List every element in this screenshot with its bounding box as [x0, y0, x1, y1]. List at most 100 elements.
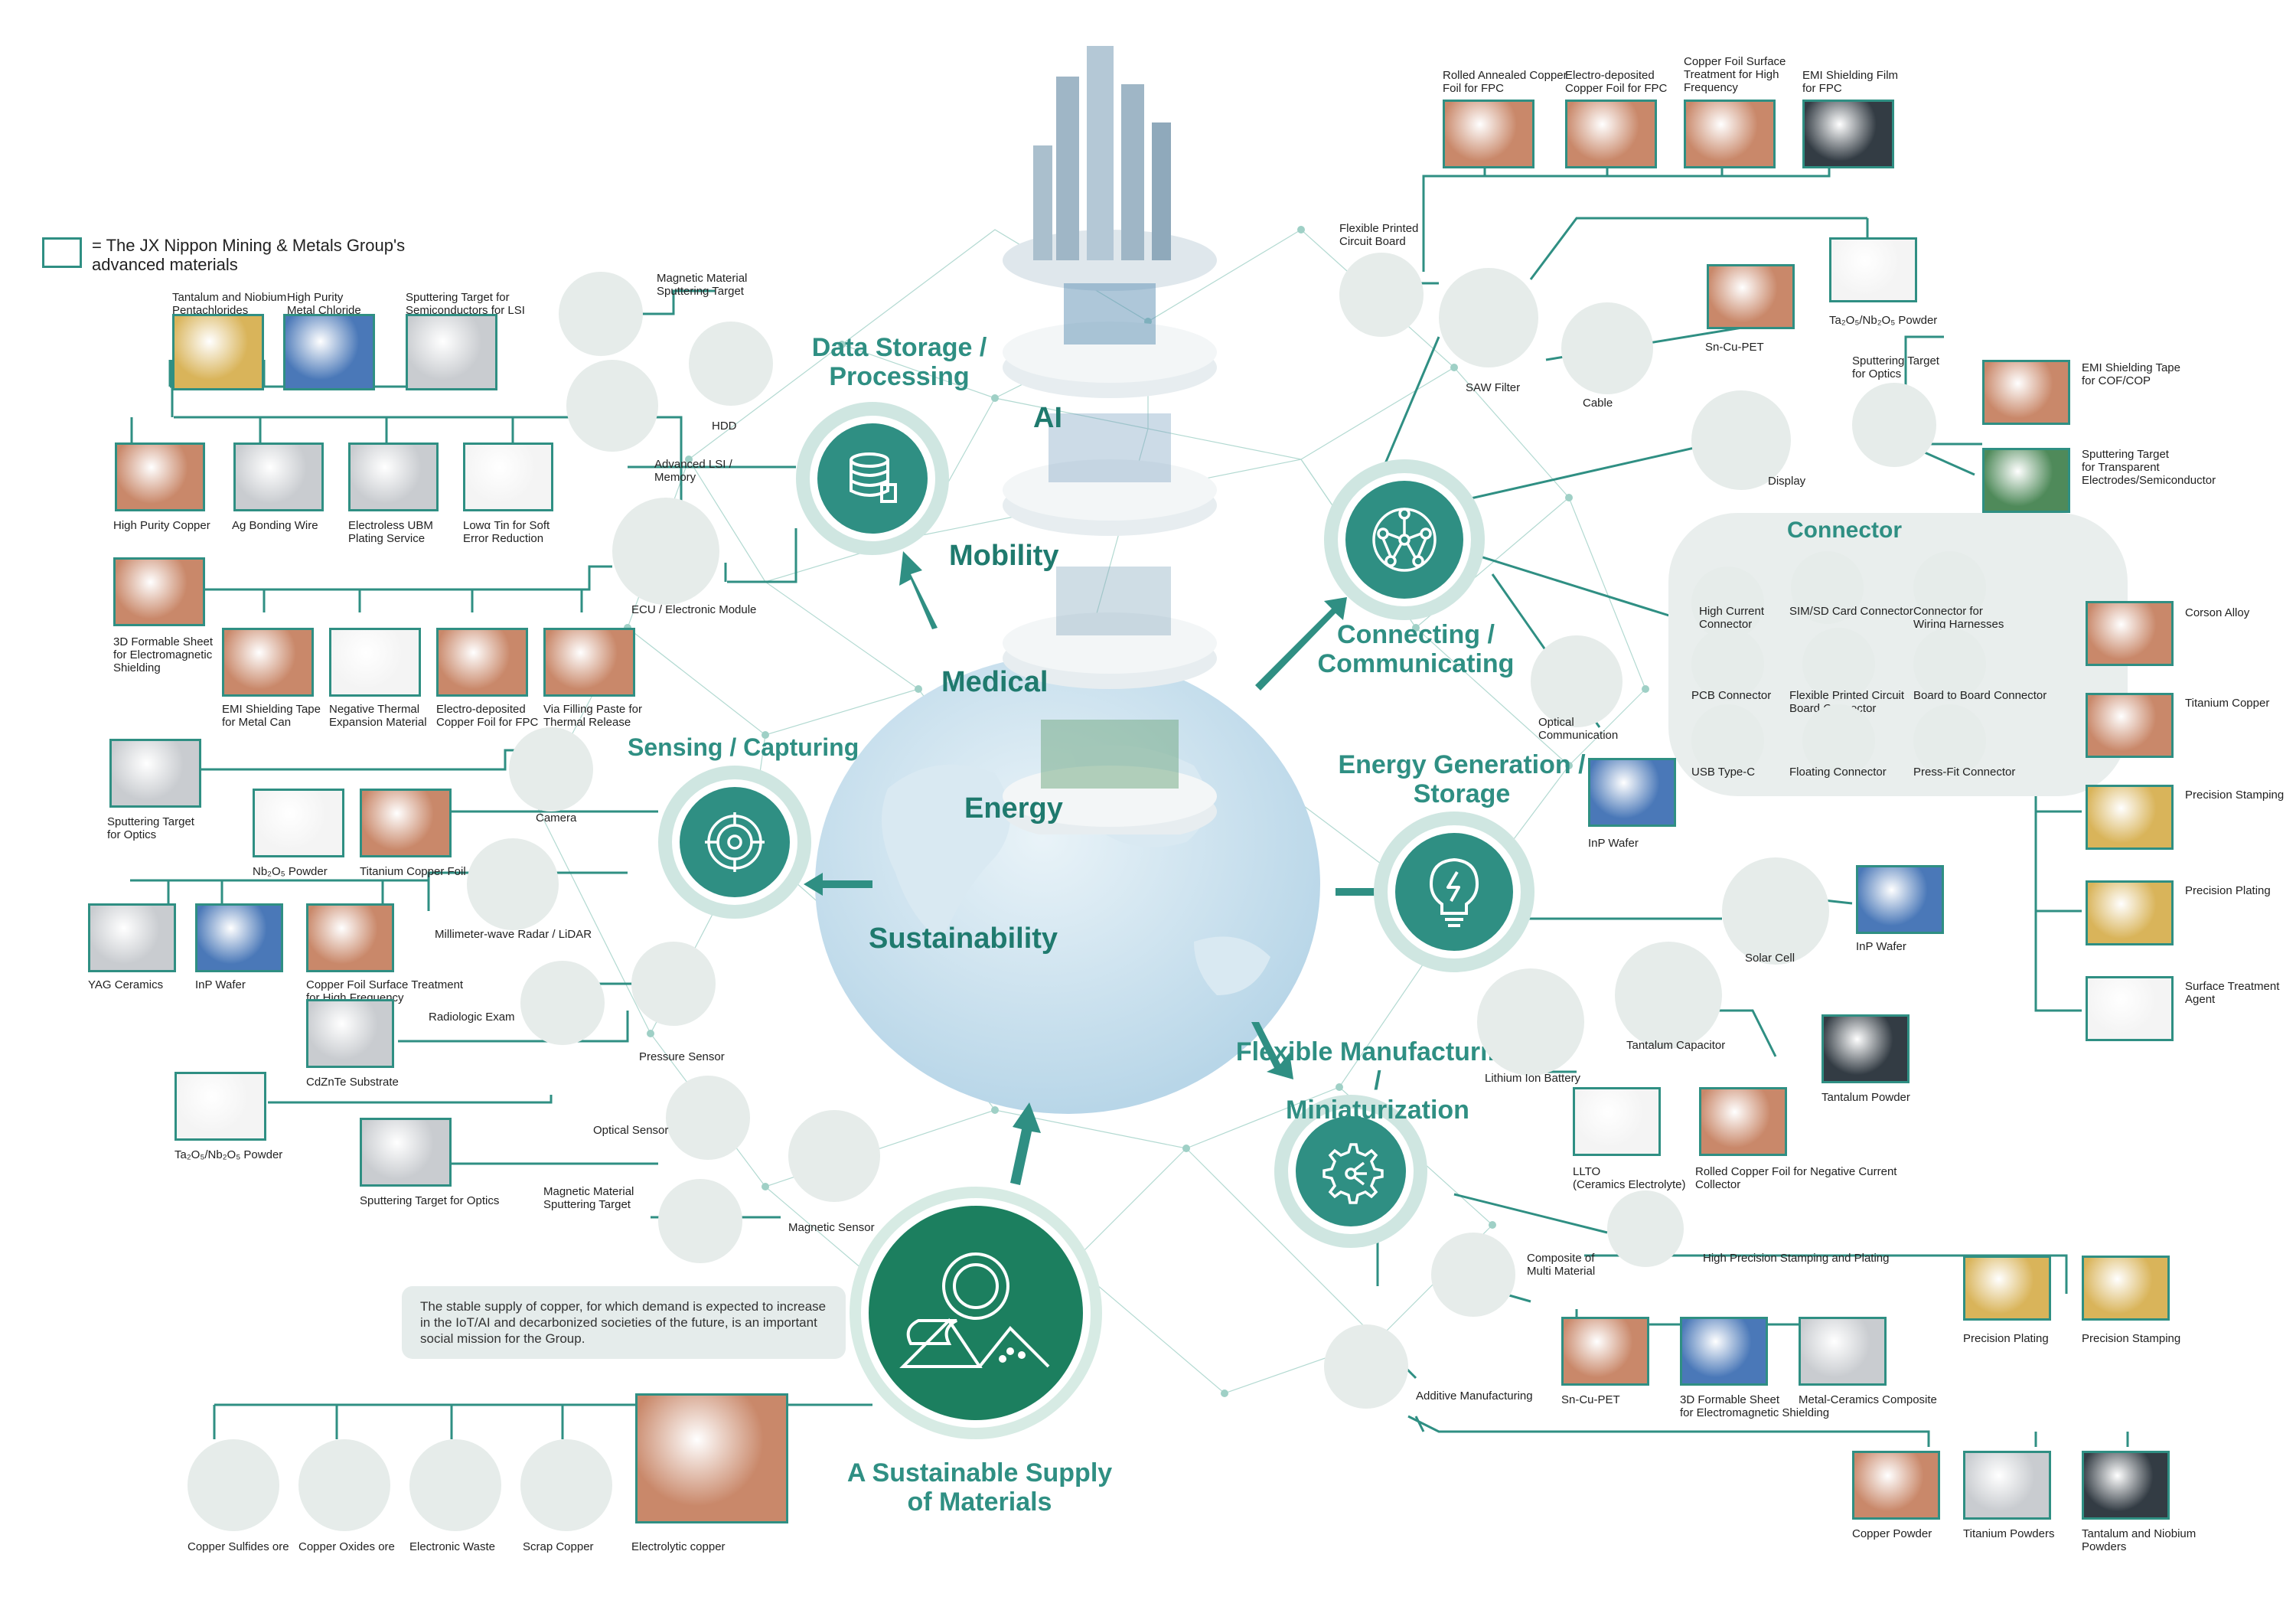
ta2o5-right-label: Ta₂O₅/Nb₂O₅ Powder — [1829, 314, 1938, 327]
yag-ceramics-thumbnail[interactable] — [88, 903, 176, 972]
magnetic-sputtering-target-top-image[interactable] — [559, 272, 643, 356]
pcb-connector-image[interactable] — [1691, 628, 1764, 700]
fpc-board-image[interactable] — [1339, 253, 1424, 337]
additive-image[interactable] — [1324, 1324, 1408, 1409]
surface-treatment-icon — [2088, 978, 2171, 1039]
inp-wafer-mid-thumbnail[interactable] — [1588, 758, 1676, 827]
electroless-ubm-thumbnail[interactable] — [348, 442, 439, 511]
rolled-copper-negative-thumbnail[interactable] — [1699, 1087, 1787, 1156]
high-purity-metal-chloride-thumbnail[interactable] — [283, 314, 375, 390]
cdznte-icon — [308, 1001, 392, 1066]
camera-image[interactable] — [509, 727, 593, 812]
llto-thumbnail[interactable] — [1573, 1087, 1661, 1156]
copper-sulfides-label: Copper Sulfides ore — [188, 1540, 289, 1553]
cable-image[interactable] — [1561, 302, 1653, 394]
sputtering-transparent-label: Sputtering Target for Transparent Electr… — [2082, 448, 2216, 487]
emi-tape-metal-can-thumbnail[interactable] — [222, 628, 314, 697]
inp-wafer-left-thumbnail[interactable] — [195, 903, 283, 972]
rolled-copper-negative-label: Rolled Copper Foil for Negative Current … — [1695, 1165, 1897, 1191]
hub-arrows — [804, 551, 1397, 1185]
optical-sensor-image[interactable] — [666, 1076, 750, 1160]
corson-alloy-thumbnail[interactable] — [2086, 601, 2174, 666]
electronic-waste-image[interactable] — [409, 1439, 501, 1531]
solar-cell-image[interactable] — [1722, 857, 1829, 965]
ta2o5-right-thumbnail[interactable] — [1829, 237, 1917, 302]
composite-multi-image[interactable] — [1431, 1233, 1515, 1317]
emi-tape-cof-thumbnail[interactable] — [1982, 360, 2070, 425]
ecu-image[interactable] — [612, 498, 719, 605]
tantalum-niobium-powders-thumbnail[interactable] — [2082, 1451, 2170, 1520]
fpc-connector-image[interactable] — [1802, 628, 1875, 700]
surface-treatment-thumbnail[interactable] — [2086, 976, 2174, 1041]
negative-thermal-thumbnail[interactable] — [329, 628, 421, 697]
ta2o5-left-thumbnail[interactable] — [174, 1072, 266, 1141]
mmwave-radar-image[interactable] — [467, 838, 559, 930]
copper-powder-icon — [1854, 1453, 1938, 1517]
low-alpha-tin-thumbnail[interactable] — [463, 442, 553, 511]
tantalum-niobium-pentachlorides-thumbnail[interactable] — [172, 314, 264, 390]
copper-foil-surface-left-thumbnail[interactable] — [306, 903, 394, 972]
pressure-sensor-image[interactable] — [631, 942, 716, 1026]
hdd-image[interactable] — [689, 322, 773, 406]
sputtering-optics-left-thumbnail[interactable] — [109, 739, 201, 808]
emi-film-fpc-thumbnail[interactable] — [1802, 100, 1894, 168]
titanium-powders-thumbnail[interactable] — [1963, 1451, 2051, 1520]
tantalum-capacitor-image[interactable] — [1615, 942, 1722, 1049]
tantalum-niobium-powders-icon — [2084, 1453, 2167, 1517]
saw-filter-image[interactable] — [1439, 268, 1538, 367]
magnetic-sputtering-bottom-image[interactable] — [658, 1179, 742, 1263]
sn-cu-pet-bottom-thumbnail[interactable] — [1561, 1317, 1649, 1386]
formable-sheet-bottom-thumbnail[interactable] — [1680, 1317, 1768, 1386]
radiologic-exam-image[interactable] — [520, 961, 605, 1045]
surface-treatment-label: Surface Treatment Agent — [2185, 980, 2280, 1006]
ed-copper-fpc-left-label: Electro-deposited Copper Foil for FPC — [436, 703, 539, 729]
wiring-harness-label: Connector for Wiring Harnesses — [1913, 605, 2004, 631]
precision-plating-r-thumbnail[interactable] — [2086, 880, 2174, 945]
rolled-annealed-thumbnail[interactable] — [1443, 100, 1534, 168]
precision-stamping-r-thumbnail[interactable] — [2086, 785, 2174, 850]
electrolytic-copper-thumbnail[interactable] — [635, 1393, 788, 1523]
titanium-copper-thumbnail[interactable] — [2086, 693, 2174, 758]
metal-ceramics-thumbnail[interactable] — [1799, 1317, 1887, 1386]
high-purity-copper-thumbnail[interactable] — [115, 442, 205, 511]
via-filling-thumbnail[interactable] — [543, 628, 635, 697]
precision-plating-b-thumbnail[interactable] — [1963, 1256, 2051, 1321]
optical-comm-image[interactable] — [1531, 635, 1623, 727]
copper-surface-top-thumbnail[interactable] — [1684, 100, 1776, 168]
ed-copper-fpc-left-thumbnail[interactable] — [436, 628, 528, 697]
sputtering-target-lsi-thumbnail[interactable] — [406, 314, 497, 390]
high-current-image[interactable] — [1691, 567, 1764, 639]
sputtering-optics-right-image[interactable] — [1852, 383, 1936, 467]
ed-copper-fpc-top-thumbnail[interactable] — [1565, 100, 1657, 168]
copper-oxides-image[interactable] — [298, 1439, 390, 1531]
high-precision-image[interactable] — [1607, 1190, 1684, 1267]
b2b-connector-image[interactable] — [1913, 628, 1986, 700]
sputtering-transparent-thumbnail[interactable] — [1982, 448, 2070, 513]
titanium-copper-foil-thumbnail[interactable] — [360, 789, 452, 857]
high-purity-copper-label: High Purity Copper — [113, 519, 210, 532]
cdznte-thumbnail[interactable] — [306, 999, 394, 1068]
wiring-harness-image[interactable] — [1913, 551, 1986, 624]
advanced-lsi-image[interactable] — [566, 360, 658, 452]
lithium-battery-image[interactable] — [1477, 968, 1584, 1076]
ag-bonding-wire-thumbnail[interactable] — [233, 442, 324, 511]
tantalum-powder-thumbnail[interactable] — [1821, 1014, 1910, 1083]
tantalum-niobium-pentachlorides-icon — [174, 316, 262, 388]
copper-powder-thumbnail[interactable] — [1852, 1451, 1940, 1520]
formable-sheet-3d-thumbnail[interactable] — [113, 557, 205, 626]
composite-multi-label: Composite of Multi Material — [1527, 1252, 1596, 1278]
floating-connector-image[interactable] — [1802, 704, 1875, 777]
sim-sd-image[interactable] — [1791, 551, 1864, 624]
scrap-copper-image[interactable] — [520, 1439, 612, 1531]
magnetic-sensor-image[interactable] — [788, 1110, 880, 1202]
display-image[interactable] — [1691, 390, 1791, 490]
sn-cu-pet-top-thumbnail[interactable] — [1707, 264, 1795, 329]
press-fit-image[interactable] — [1913, 704, 1986, 777]
nb2o5-powder-thumbnail[interactable] — [253, 789, 344, 857]
ag-bonding-wire-icon — [236, 445, 321, 509]
usb-c-image[interactable] — [1691, 704, 1764, 777]
sputtering-optics-bottom-thumbnail[interactable] — [360, 1118, 452, 1187]
inp-wafer-right-thumbnail[interactable] — [1856, 865, 1944, 934]
precision-stamping-b-thumbnail[interactable] — [2082, 1256, 2170, 1321]
copper-sulfides-image[interactable] — [188, 1439, 279, 1531]
